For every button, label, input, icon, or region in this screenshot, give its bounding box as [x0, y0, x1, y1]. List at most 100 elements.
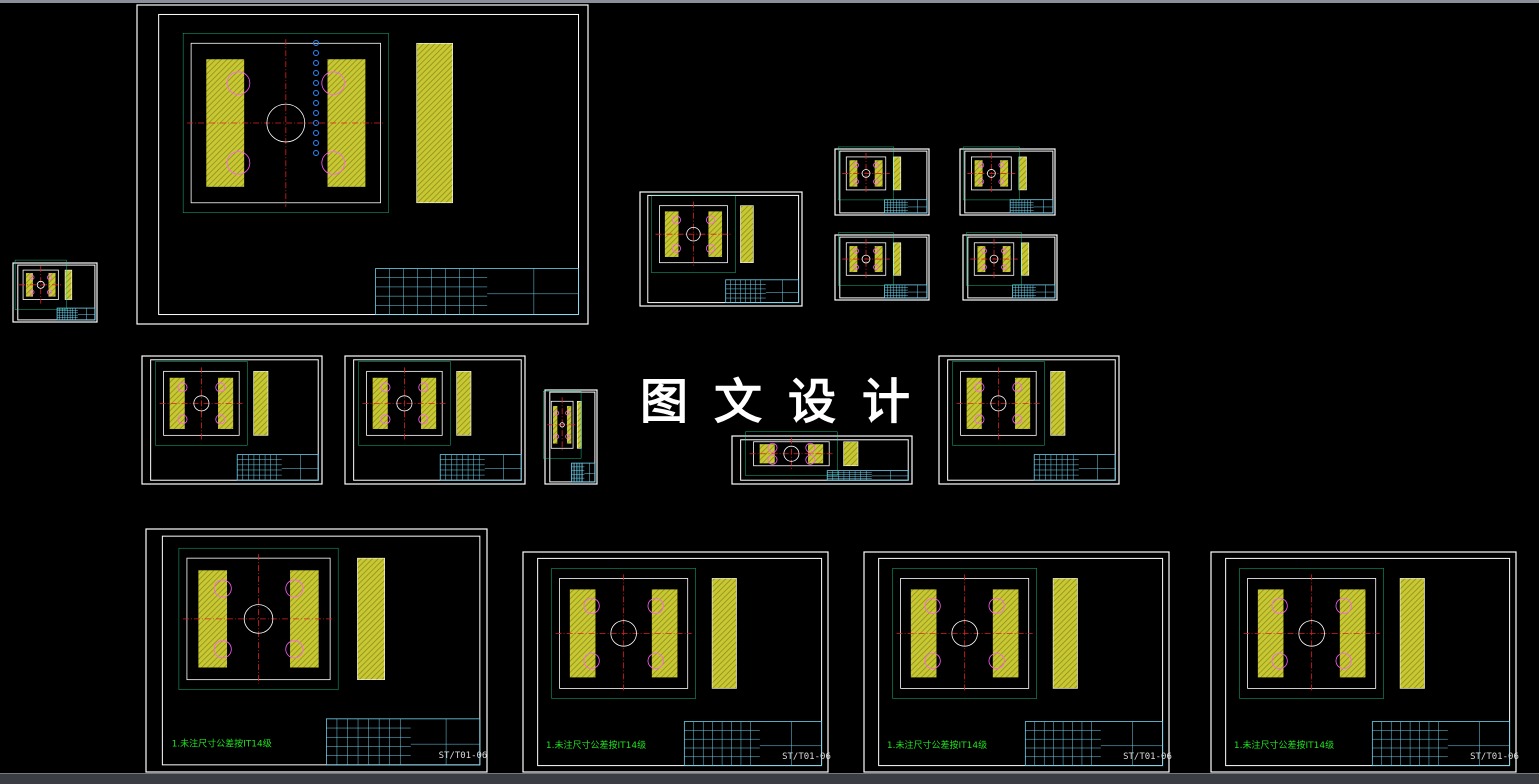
drawing-sheet-assembly[interactable] [136, 4, 589, 325]
sheet-inner-frame [839, 150, 928, 214]
hole-circle [1012, 414, 1023, 425]
hole-circle [998, 162, 1005, 168]
title-block [884, 199, 928, 214]
hole-circle [873, 162, 879, 168]
hole-circle [1012, 382, 1023, 393]
drawing-sheet-s1[interactable] [12, 259, 98, 323]
hatched-section [759, 444, 775, 464]
side-section-view [456, 371, 472, 436]
sheet-outer-frame [145, 528, 488, 773]
dimension-lines [966, 232, 1022, 286]
title-block [725, 279, 799, 303]
side-section-view [357, 557, 386, 680]
hole-circle [177, 414, 188, 425]
hole-circle [978, 178, 985, 185]
sheet-inner-frame [17, 264, 96, 321]
hole-circle [1335, 597, 1352, 614]
watermark-text: 图文设计 [640, 374, 937, 430]
drawing-sheet-small-b[interactable] [959, 146, 1056, 216]
center-bore [396, 395, 413, 412]
hatched-section [198, 570, 228, 668]
title-block: ST/T01-06 [1024, 721, 1172, 766]
hole-circle [974, 414, 985, 425]
drawing-sheet-plate-1[interactable]: ST/T01-061.未注尺寸公差按IT14级 [145, 528, 488, 773]
drawing-sheet-small-a[interactable] [834, 146, 930, 216]
drawing-sheet-row2-c[interactable] [543, 389, 598, 485]
center-bore [610, 620, 637, 647]
sheet-inner-frame [878, 557, 1164, 767]
sheet-outer-frame [136, 4, 589, 325]
center-bore [193, 395, 210, 412]
cad-drawing-canvas[interactable]: ST/T01-061.未注尺寸公差按IT14级ST/T01-061.未注尺寸公差… [0, 3, 1539, 773]
hole-circle [29, 274, 35, 280]
side-section-view [711, 578, 737, 689]
sheet-outer-frame [344, 355, 526, 485]
center-bore [266, 103, 306, 143]
title-block-frame [1033, 454, 1116, 481]
drawing-sheet-row2-e[interactable] [938, 355, 1120, 485]
title-block [1009, 199, 1054, 214]
drawing-sheet-row2-a[interactable] [141, 355, 323, 485]
hole-circle [1271, 652, 1288, 669]
title-block-frame [56, 307, 96, 321]
title-block [439, 454, 522, 481]
hatched-section [966, 377, 982, 429]
center-bore [243, 604, 274, 634]
center-bore [951, 620, 978, 647]
hole-circle [226, 71, 251, 95]
hole-circle [671, 215, 681, 225]
sheet-inner-frame [964, 150, 1054, 214]
hole-circle [1001, 264, 1007, 270]
dimension-lines [182, 33, 389, 213]
title-block-frame [884, 199, 928, 214]
sheet-inner-frame [537, 557, 823, 767]
hole-circle [805, 442, 816, 453]
sheet-outer-frame [863, 551, 1170, 773]
side-section-view [1052, 578, 1078, 689]
hole-circle [1271, 597, 1288, 614]
drawing-sheet-plate-3[interactable]: ST/T01-061.未注尺寸公差按IT14级 [863, 551, 1172, 773]
title-block-frame [571, 462, 596, 483]
dimension-lines [551, 568, 696, 699]
dimension-lines [543, 391, 582, 459]
sheet-inner-frame [150, 359, 319, 481]
hole-circle [213, 579, 232, 598]
hatched-section [1015, 377, 1031, 429]
title-block-frame [439, 454, 522, 481]
title-block: ST/T01-06 [683, 721, 831, 766]
center-bore [36, 280, 45, 289]
title-block-frame [1012, 284, 1056, 299]
drawing-sheet-row2-d[interactable] [731, 431, 913, 485]
drawing-sheet-ring[interactable] [639, 191, 803, 307]
window-top-border [0, 0, 1539, 3]
drawing-sheet-plate-2[interactable]: ST/T01-061.未注尺寸公差按IT14级 [522, 551, 831, 773]
title-block: ST/T01-06 [325, 718, 487, 766]
sheet-outer-frame [639, 191, 803, 307]
part-balloon [313, 120, 319, 126]
drawing-sheet-small-d[interactable] [962, 232, 1058, 301]
hole-circle [380, 382, 391, 393]
sheet-outer-frame [834, 234, 930, 301]
drawing-sheet-plate-4[interactable]: ST/T01-061.未注尺寸公差按IT14级 [1210, 551, 1519, 773]
drawing-sheet-row2-b[interactable] [344, 355, 526, 485]
title-block-frame [1009, 199, 1054, 214]
dimension-lines [155, 361, 248, 446]
title-block-frame [1024, 721, 1163, 766]
side-section-view [64, 269, 73, 300]
title-block-frame [725, 279, 799, 303]
center-bore [783, 445, 800, 462]
hole-circle [671, 243, 681, 253]
title-block-frame [826, 470, 909, 481]
hole-circle [805, 454, 816, 465]
dimension-lines [838, 232, 894, 286]
center-bore [990, 395, 1007, 412]
title-block [1033, 454, 1116, 481]
hatched-section [808, 444, 824, 464]
title-block [884, 284, 928, 299]
tolerance-note: 1.未注尺寸公差按IT14级 [1234, 739, 1334, 751]
dimension-lines [892, 568, 1037, 699]
hatched-section [566, 405, 572, 444]
hole-circle [705, 243, 715, 253]
drawing-sheet-small-c[interactable] [834, 232, 930, 301]
side-section-view [892, 242, 902, 276]
